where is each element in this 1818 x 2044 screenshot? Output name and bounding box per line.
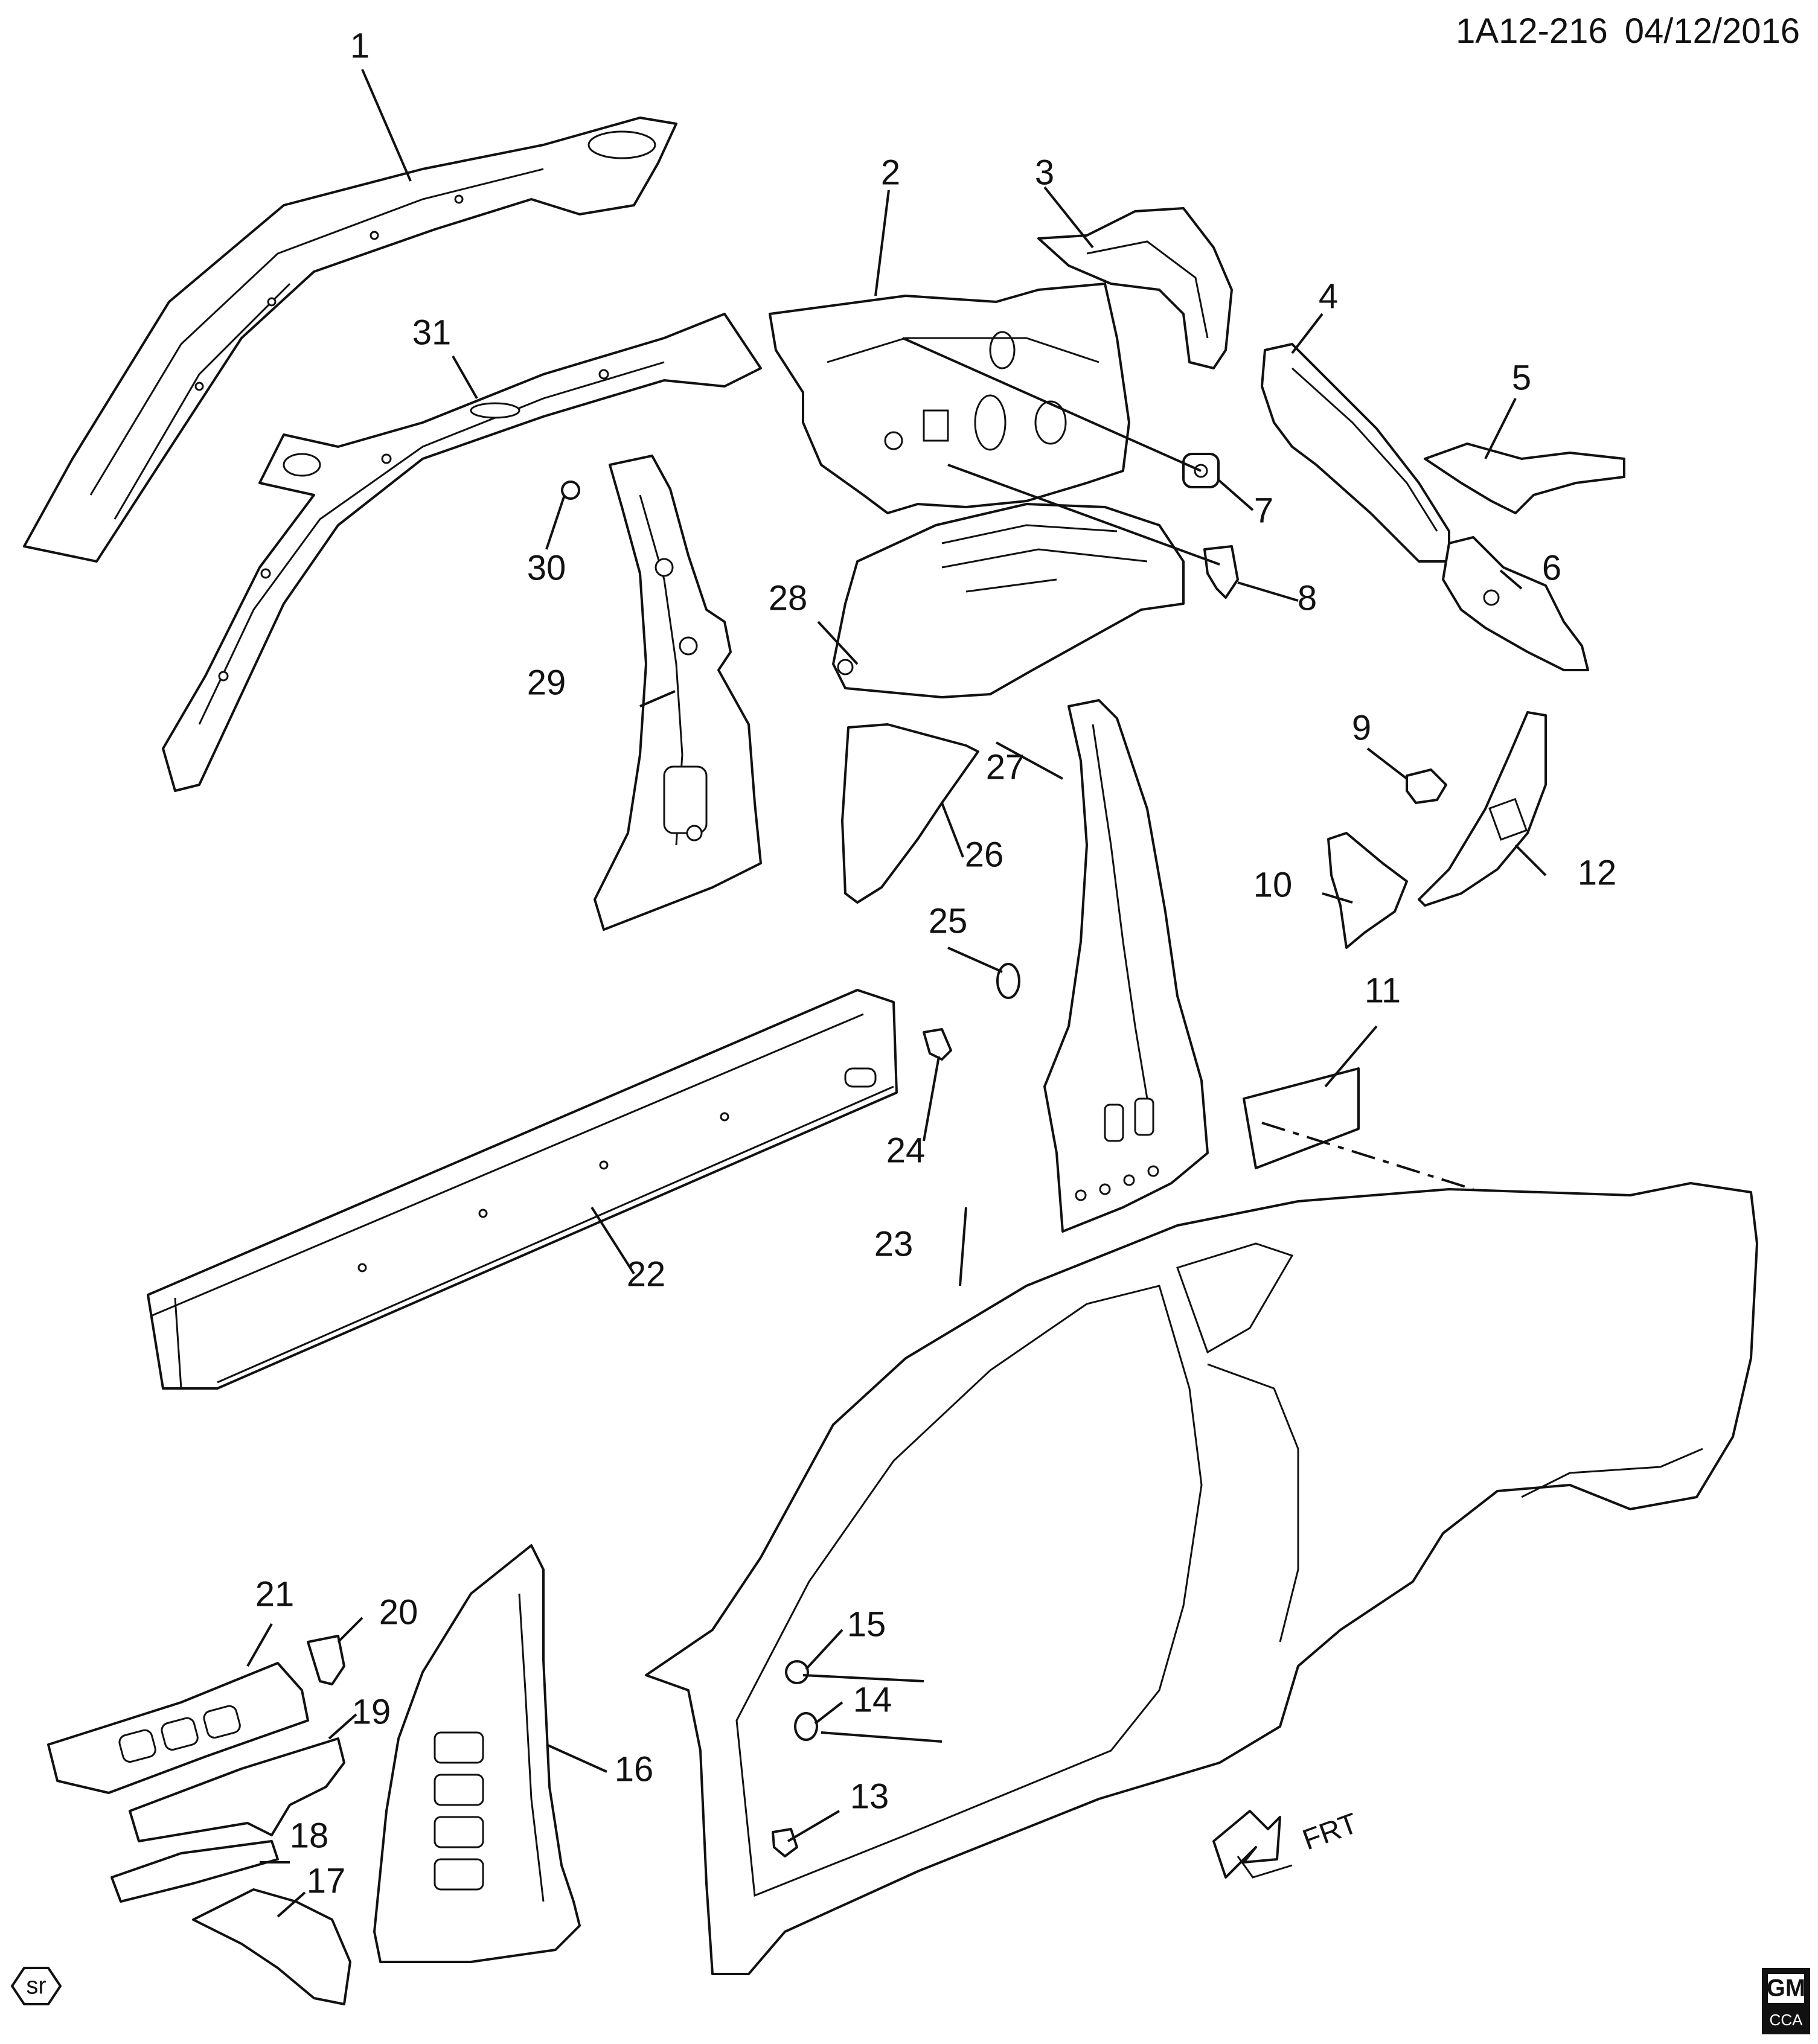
callout-16: 16 [615,1749,654,1789]
part-1-roof-rail [23,117,677,563]
callout-25: 25 [929,901,968,941]
part-15-bumper [785,1660,809,1684]
callout-12: 12 [1578,853,1617,892]
part-24-clip [923,1028,952,1061]
callout-27: 27 [986,747,1025,787]
callout-4: 4 [1319,276,1338,316]
callout-5: 5 [1512,358,1531,397]
part-13-clip [772,1828,798,1857]
callout-6: 6 [1542,548,1561,587]
callout-1: 1 [350,26,370,65]
part-8-clip [1203,545,1239,599]
part-25-cap [996,963,1020,999]
part-17-bracket [192,1888,351,2005]
callout-24: 24 [886,1131,926,1170]
callout-18: 18 [290,1816,329,1855]
part-4-rail [1261,343,1450,563]
part-19-bracket [129,1737,345,1842]
callout-19: 19 [352,1692,391,1731]
front-arrow-icon [1212,1810,1281,1879]
callout-8: 8 [1298,578,1317,618]
part-10-extension [1327,832,1408,949]
part-12-gusset [1418,711,1547,907]
callout-10: 10 [1253,865,1293,904]
part-2-rear-inner-panel [769,283,1130,514]
sr-badge: sr [11,1967,62,2005]
part-16-hinge-pillar [373,1544,581,1963]
part-29-b-pillar-inner [594,455,762,931]
part-27-c-pillar [1043,699,1209,1233]
sr-badge-label: sr [26,1973,46,1999]
diagram-code: 1A12-216 [1456,11,1608,51]
part-30-nut [561,481,580,500]
part-5-bracket [1424,442,1625,514]
callout-3: 3 [1035,153,1054,192]
callout-23: 23 [874,1224,914,1263]
callout-28: 28 [769,578,808,618]
part-26-gusset [841,723,979,904]
callout-9: 9 [1352,708,1371,747]
gm-logo-text: GM [1767,1975,1805,2002]
callout-29: 29 [527,663,566,702]
part-9-clip [1406,768,1447,804]
callout-20: 20 [379,1592,418,1632]
diagram-date: 04/12/2016 [1624,11,1800,51]
part-21-hinge-reinforcement [47,1662,309,1794]
part-3-bracket [1037,207,1233,369]
part-31-inner-roof-rail [162,313,762,792]
gm-logo-sub: CCA [1770,2011,1804,2029]
callout-11: 11 [1365,971,1401,1010]
callout-21: 21 [255,1574,295,1614]
leader-lines [246,69,1547,1918]
callout-31: 31 [412,313,452,352]
front-label: FRT [1299,1807,1362,1856]
callout-17: 17 [307,1861,346,1900]
part-22-rocker [147,989,898,1390]
diagram-header: 1A12-216 04/12/2016 [1456,11,1800,51]
part-18-bracket [110,1840,279,1903]
part-20-clip [307,1635,345,1685]
part-14-bumper [794,1712,818,1741]
callout-26: 26 [965,835,1004,874]
callout-15: 15 [847,1605,886,1644]
part-6-bracket [1442,536,1589,671]
callout-14: 14 [853,1680,892,1719]
part-23-body-side-outer [645,1182,1758,1975]
callout-7: 7 [1254,491,1273,530]
part-28-wheelhouse-outer [832,503,1185,698]
gm-logo: GM CCA [1762,1968,1810,2034]
front-direction-marker: FRT [1212,1807,1362,1879]
callout-2: 2 [881,153,900,192]
callout-30: 30 [527,548,566,587]
callout-13: 13 [850,1777,889,1816]
part-11-pad [1243,1067,1360,1169]
callout-22: 22 [627,1254,666,1294]
callout-labels: 1 2 3 4 5 6 7 8 9 10 11 12 13 14 15 16 1… [255,26,1617,1900]
